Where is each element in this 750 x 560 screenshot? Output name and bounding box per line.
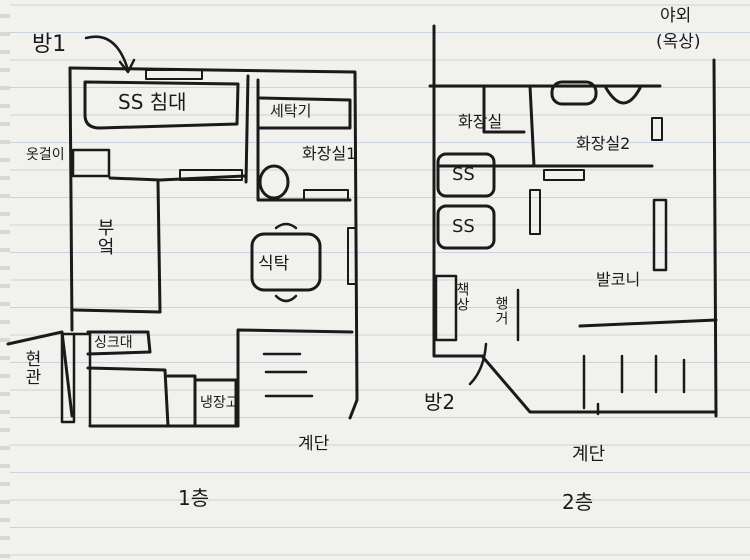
entrance-label: 현관	[21, 350, 41, 386]
balcony-divider	[578, 318, 718, 328]
balcony-label: 발코니	[596, 270, 641, 289]
bed-ss-b-label: SS	[452, 216, 475, 237]
bathroom1-sink	[303, 189, 349, 201]
shoe-cabinet-label: 옷걸이	[26, 147, 65, 163]
rooftop-label: (옥상)	[656, 32, 701, 52]
room1-wall	[108, 174, 247, 182]
floor2-outer-wall	[432, 24, 484, 358]
bathroom-top-label: 화장실	[458, 112, 503, 131]
sink-label: 싱크대	[94, 335, 133, 351]
chair-bottom	[274, 294, 298, 303]
kitchen-label: 부엌	[94, 218, 115, 256]
dining-table	[250, 232, 322, 292]
closet-label: 행거	[493, 296, 509, 326]
floor1-plan	[6, 35, 359, 428]
entrance-door	[60, 332, 76, 424]
stairs1-steps	[262, 352, 314, 398]
stairs1-box	[236, 328, 354, 428]
room1-label: 방1	[32, 32, 67, 57]
desk-label: 책상	[454, 282, 470, 312]
room1-window	[145, 69, 203, 80]
floor2-right-wall	[712, 58, 718, 418]
bath2-window	[651, 117, 663, 141]
shoe-cabinet-box	[71, 148, 111, 178]
floor2-label: 2층	[562, 490, 594, 514]
stairs1-label: 계단	[298, 434, 330, 454]
room2-label: 방2	[424, 390, 456, 414]
room1-arrowhead	[118, 58, 136, 74]
kitchen-wall	[72, 180, 162, 314]
room1-arrow	[84, 35, 130, 72]
bed-ss-a	[436, 152, 496, 198]
floor1-label: 1층	[178, 486, 210, 510]
bed-ss-a-label: SS	[452, 164, 475, 185]
toilet-shape	[258, 164, 290, 200]
ss-bed-label: SS 침대	[118, 90, 187, 114]
floor2-bottom-wall	[480, 354, 718, 414]
upper-bath-sink	[550, 80, 598, 106]
bed-ss-b	[436, 204, 496, 250]
entrance-outline	[6, 330, 74, 418]
notebook-binding	[0, 0, 10, 560]
floor2-plan	[428, 24, 718, 418]
upper-bath-divider	[438, 84, 536, 168]
left-window2	[529, 189, 541, 235]
right-window	[347, 227, 357, 285]
washer-box	[258, 96, 352, 130]
fridge-label: 냉장고	[200, 395, 239, 411]
stairs2-label: 계단	[572, 444, 606, 465]
balcony-wall	[652, 198, 668, 272]
upper-bath-fixture	[482, 86, 526, 134]
room2-arrow	[468, 342, 488, 386]
desk-box	[434, 274, 458, 342]
entrance-step	[72, 332, 92, 428]
ss-bed-shape	[83, 80, 240, 130]
bathroom2-door	[543, 169, 585, 181]
bathroom1-door	[179, 169, 243, 181]
sink-counter	[86, 330, 152, 356]
attic-label: 야외	[660, 6, 692, 26]
washer-label: 세탁기	[270, 102, 312, 120]
fridge-box	[193, 378, 238, 426]
dining-table-label: 식탁	[258, 254, 290, 274]
bathroom1-label: 화장실1	[302, 144, 357, 163]
room1-right-wall	[244, 74, 250, 184]
chair-top	[274, 222, 298, 230]
fridge-area	[166, 374, 197, 426]
floor1-left-wall	[68, 66, 74, 332]
bathroom2-label: 화장실2	[576, 134, 631, 153]
lower-divider	[86, 366, 170, 428]
stairs2-steps	[582, 354, 686, 410]
upper-toilet	[604, 86, 642, 105]
